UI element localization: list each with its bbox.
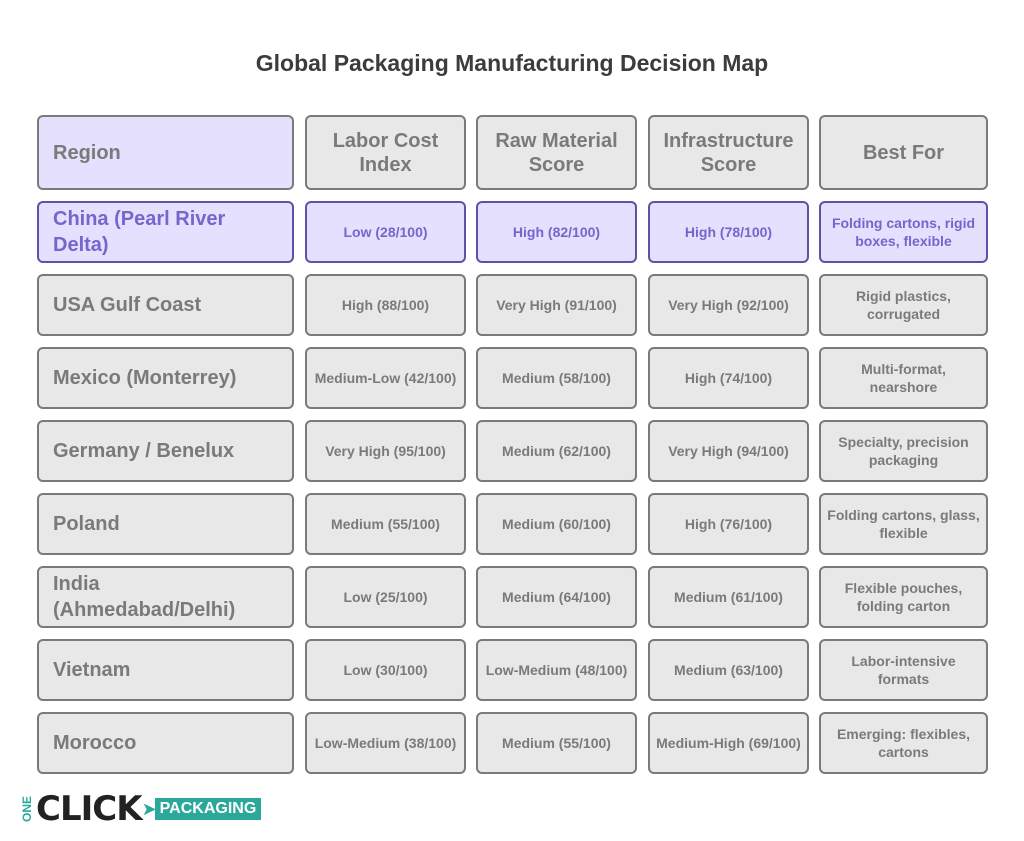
region-cell: Poland [37, 493, 294, 555]
table-cell: Low (28/100) [305, 201, 466, 263]
table-cell: Labor-intensive formats [819, 639, 988, 701]
table-cell: Low (25/100) [305, 566, 466, 628]
table-cell: Low (30/100) [305, 639, 466, 701]
table-cell: Medium (60/100) [476, 493, 637, 555]
table-cell: Very High (91/100) [476, 274, 637, 336]
logo-packaging: PACKAGING [154, 798, 262, 820]
table-cell: High (88/100) [305, 274, 466, 336]
table-cell: High (82/100) [476, 201, 637, 263]
table-cell: Medium-Low (42/100) [305, 347, 466, 409]
table-cell: Rigid plastics, corrugated [819, 274, 988, 336]
header-cell: Best For [819, 115, 988, 190]
table-cell: High (74/100) [648, 347, 809, 409]
table-cell: Medium (61/100) [648, 566, 809, 628]
header-cell: Region [37, 115, 294, 190]
table-cell: Low-Medium (38/100) [305, 712, 466, 774]
page-title: Global Packaging Manufacturing Decision … [255, 50, 769, 76]
table-cell: Low-Medium (48/100) [476, 639, 637, 701]
table-cell: Medium (58/100) [476, 347, 637, 409]
table-cell: Medium (63/100) [648, 639, 809, 701]
brand-logo: ONE CLICK ➤ PACKAGING [20, 789, 262, 829]
header-cell: Raw Material Score [476, 115, 637, 190]
logo-one: ONE [20, 795, 34, 822]
region-cell: Mexico (Monterrey) [37, 347, 294, 409]
table-cell: Very High (94/100) [648, 420, 809, 482]
table-cell: Medium-High (69/100) [648, 712, 809, 774]
table-cell: Folding cartons, rigid boxes, flexible [819, 201, 988, 263]
region-cell: USA Gulf Coast [37, 274, 294, 336]
table-cell: Folding cartons, glass, flexible [819, 493, 988, 555]
region-cell: Germany / Benelux [37, 420, 294, 482]
region-cell: Morocco [37, 712, 294, 774]
table-cell: Specialty, precision packaging [819, 420, 988, 482]
table-cell: Multi-format, nearshore [819, 347, 988, 409]
region-cell: Vietnam [37, 639, 294, 701]
table-cell: Emerging: flexibles, cartons [819, 712, 988, 774]
header-cell: Infrastructure Score [648, 115, 809, 190]
table-cell: High (78/100) [648, 201, 809, 263]
table-cell: Very High (92/100) [648, 274, 809, 336]
table-cell: Medium (64/100) [476, 566, 637, 628]
table-cell: High (76/100) [648, 493, 809, 555]
cursor-icon: ➤ [141, 798, 157, 819]
logo-click: CLICK [36, 789, 143, 829]
table-cell: Medium (62/100) [476, 420, 637, 482]
table-cell: Flexible pouches, folding carton [819, 566, 988, 628]
region-cell: India (Ahmedabad/Delhi) [37, 566, 294, 628]
table-cell: Medium (55/100) [305, 493, 466, 555]
region-cell: China (Pearl River Delta) [37, 201, 294, 263]
header-cell: Labor Cost Index [305, 115, 466, 190]
table-cell: Very High (95/100) [305, 420, 466, 482]
table-cell: Medium (55/100) [476, 712, 637, 774]
